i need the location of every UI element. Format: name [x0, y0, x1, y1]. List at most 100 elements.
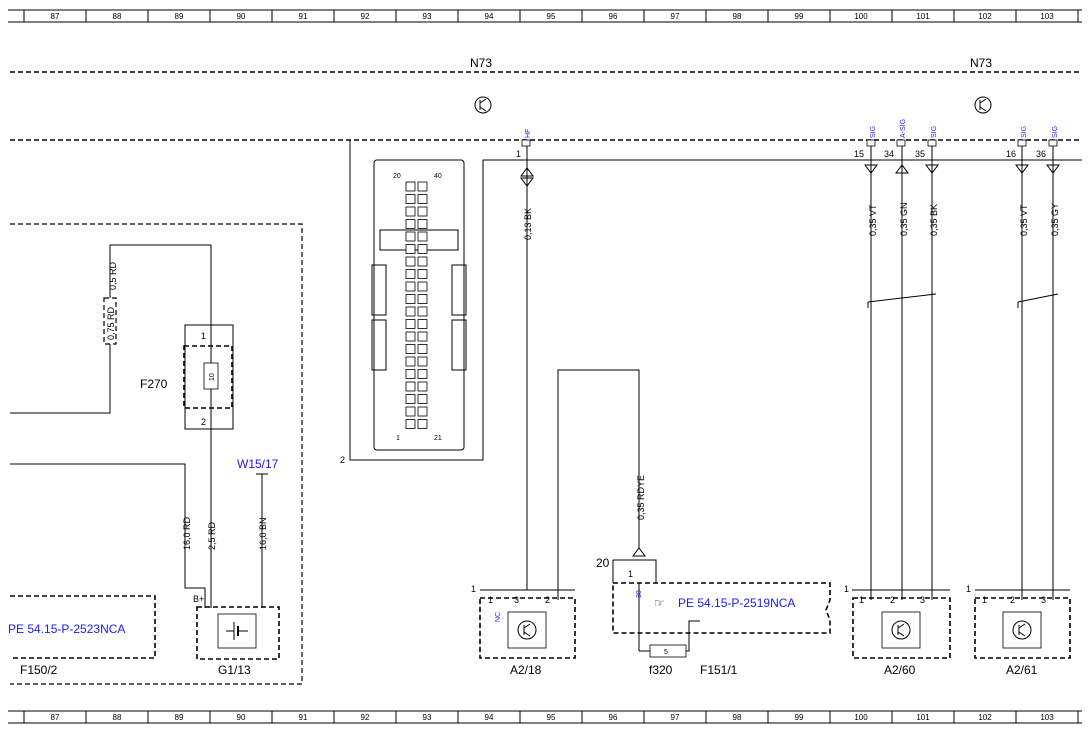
svg-text:HF: HF	[525, 129, 532, 138]
svg-text:0,35 VT: 0,35 VT	[868, 204, 878, 236]
top-ruler-number: 95	[547, 12, 556, 21]
pin-36: SIG 36 0,35 GY	[1036, 126, 1060, 600]
wire-16-rd: 16,0 RD	[182, 516, 192, 550]
top-ruler-number: 94	[485, 12, 494, 21]
connector-pin	[417, 406, 428, 417]
connector-pin	[417, 419, 428, 429]
bottom-ruler-number: 98	[733, 713, 742, 722]
top-ruler-number: 87	[51, 12, 60, 21]
connector-pin	[405, 294, 416, 304]
top-ruler-number: 93	[423, 12, 432, 21]
ref-link-2519nca[interactable]: PE 54.15-P-2519NCA	[678, 596, 795, 610]
connector-pin	[405, 306, 416, 317]
svg-text:3: 3	[1041, 595, 1046, 605]
connector-frame	[349, 140, 1082, 461]
connector-pin	[417, 344, 428, 354]
connector-pin	[417, 331, 428, 342]
bottom-ruler-number: 89	[175, 713, 184, 722]
f150-frame	[10, 223, 303, 685]
connector-pin	[405, 206, 416, 217]
bottom-ruler-number: 97	[671, 713, 680, 722]
wire-25-rd: 2,5 RD	[207, 521, 217, 550]
top-ruler-number: 98	[733, 12, 742, 21]
bottom-ruler-number: 103	[1040, 713, 1054, 722]
connector-pin	[405, 406, 416, 417]
connector-pin	[405, 369, 416, 379]
wire-035-rdye: 0,35 RDYE	[636, 475, 646, 520]
connector-pin	[417, 306, 428, 317]
wire-05-rd: 0,5 RD	[108, 261, 118, 290]
bottom-ruler-number: 102	[978, 713, 992, 722]
ref-link-2523nca[interactable]: PE 54.15-P-2523NCA	[8, 622, 125, 636]
top-ruler-number: 88	[113, 12, 122, 21]
pin-hf: HF 1 0,13 BK	[516, 129, 534, 590]
connector-pin	[417, 294, 428, 304]
pointing-hand-icon: ☞	[654, 596, 665, 610]
svg-text:SIG: SIG	[1021, 126, 1028, 138]
a261-label: A2/61	[1006, 663, 1038, 677]
pin-34: A-SIG 34 0,35 GN	[884, 119, 909, 600]
svg-text:2: 2	[201, 417, 206, 427]
a260-component: 1 1 2 3 A2/60	[844, 584, 951, 677]
connector-pin	[405, 181, 416, 192]
bottom-ruler-number: 90	[237, 713, 246, 722]
svg-text:16: 16	[1006, 149, 1016, 159]
a261-component: 1 1 2 3 A2/61	[966, 584, 1071, 677]
svg-text:1: 1	[471, 584, 476, 594]
wire-junction-box	[103, 297, 117, 345]
bottom-ruler-number: 87	[51, 713, 60, 722]
a218-component: 1 1 3 2 NC A2/18	[471, 584, 576, 677]
svg-text:SIG: SIG	[931, 126, 938, 138]
svg-text:2: 2	[1010, 595, 1015, 605]
svg-text:35: 35	[915, 149, 925, 159]
bottom-ruler-number: 100	[854, 713, 868, 722]
connector-pin	[417, 269, 428, 279]
svg-text:1: 1	[488, 595, 493, 605]
shield-twist-left	[867, 293, 937, 303]
top-ruler-number: 90	[237, 12, 246, 21]
svg-text:34: 34	[884, 149, 894, 159]
svg-text:21: 21	[434, 435, 442, 442]
pin-35: SIG 35 0,35 BK	[915, 126, 939, 600]
f270-label: F270	[140, 377, 168, 391]
bottom-ruler-number: 94	[485, 713, 494, 722]
svg-text:0,13 BK: 0,13 BK	[523, 208, 533, 240]
connector-pin	[417, 319, 428, 329]
a260-label: A2/60	[884, 663, 916, 677]
f151-label: F151/1	[700, 663, 738, 677]
svg-text:1: 1	[396, 435, 400, 442]
svg-text:1: 1	[516, 149, 521, 159]
connector-pin	[405, 319, 416, 329]
top-ruler-number: 101	[916, 12, 930, 21]
svg-text:0,35 GY: 0,35 GY	[1050, 203, 1060, 236]
bottom-ruler-number: 93	[423, 713, 432, 722]
connector-pin	[405, 256, 416, 267]
connector-icon: 20 40 1 21	[371, 159, 467, 451]
svg-text:1: 1	[628, 569, 633, 579]
top-ruler-number: 91	[299, 12, 308, 21]
connector-pin	[405, 231, 416, 242]
bottom-ruler-number: 101	[916, 713, 930, 722]
svg-text:15: 15	[854, 149, 864, 159]
connector-pin	[417, 194, 428, 204]
svg-text:SIG: SIG	[870, 126, 877, 138]
connector-side-label: 2	[340, 455, 345, 465]
svg-text:1: 1	[844, 584, 849, 594]
bottom-ruler-number: 91	[299, 713, 308, 722]
top-ruler-number: 92	[361, 12, 370, 21]
top-ruler-number: 99	[795, 12, 804, 21]
top-ruler-number: 102	[978, 12, 992, 21]
svg-text:3: 3	[514, 595, 519, 605]
w1517-ground-link[interactable]: W15/17	[237, 457, 279, 471]
connector-pin	[405, 381, 416, 392]
connector-pin	[405, 356, 416, 367]
connector-pin	[417, 219, 428, 229]
connector-pin	[417, 356, 428, 367]
pin-16: SIG 16 0,35 VT	[1006, 126, 1029, 600]
bottom-ruler-number: 99	[795, 713, 804, 722]
n73-label-right: N73	[970, 56, 992, 70]
svg-text:2: 2	[545, 595, 550, 605]
a218-label: A2/18	[510, 663, 542, 677]
